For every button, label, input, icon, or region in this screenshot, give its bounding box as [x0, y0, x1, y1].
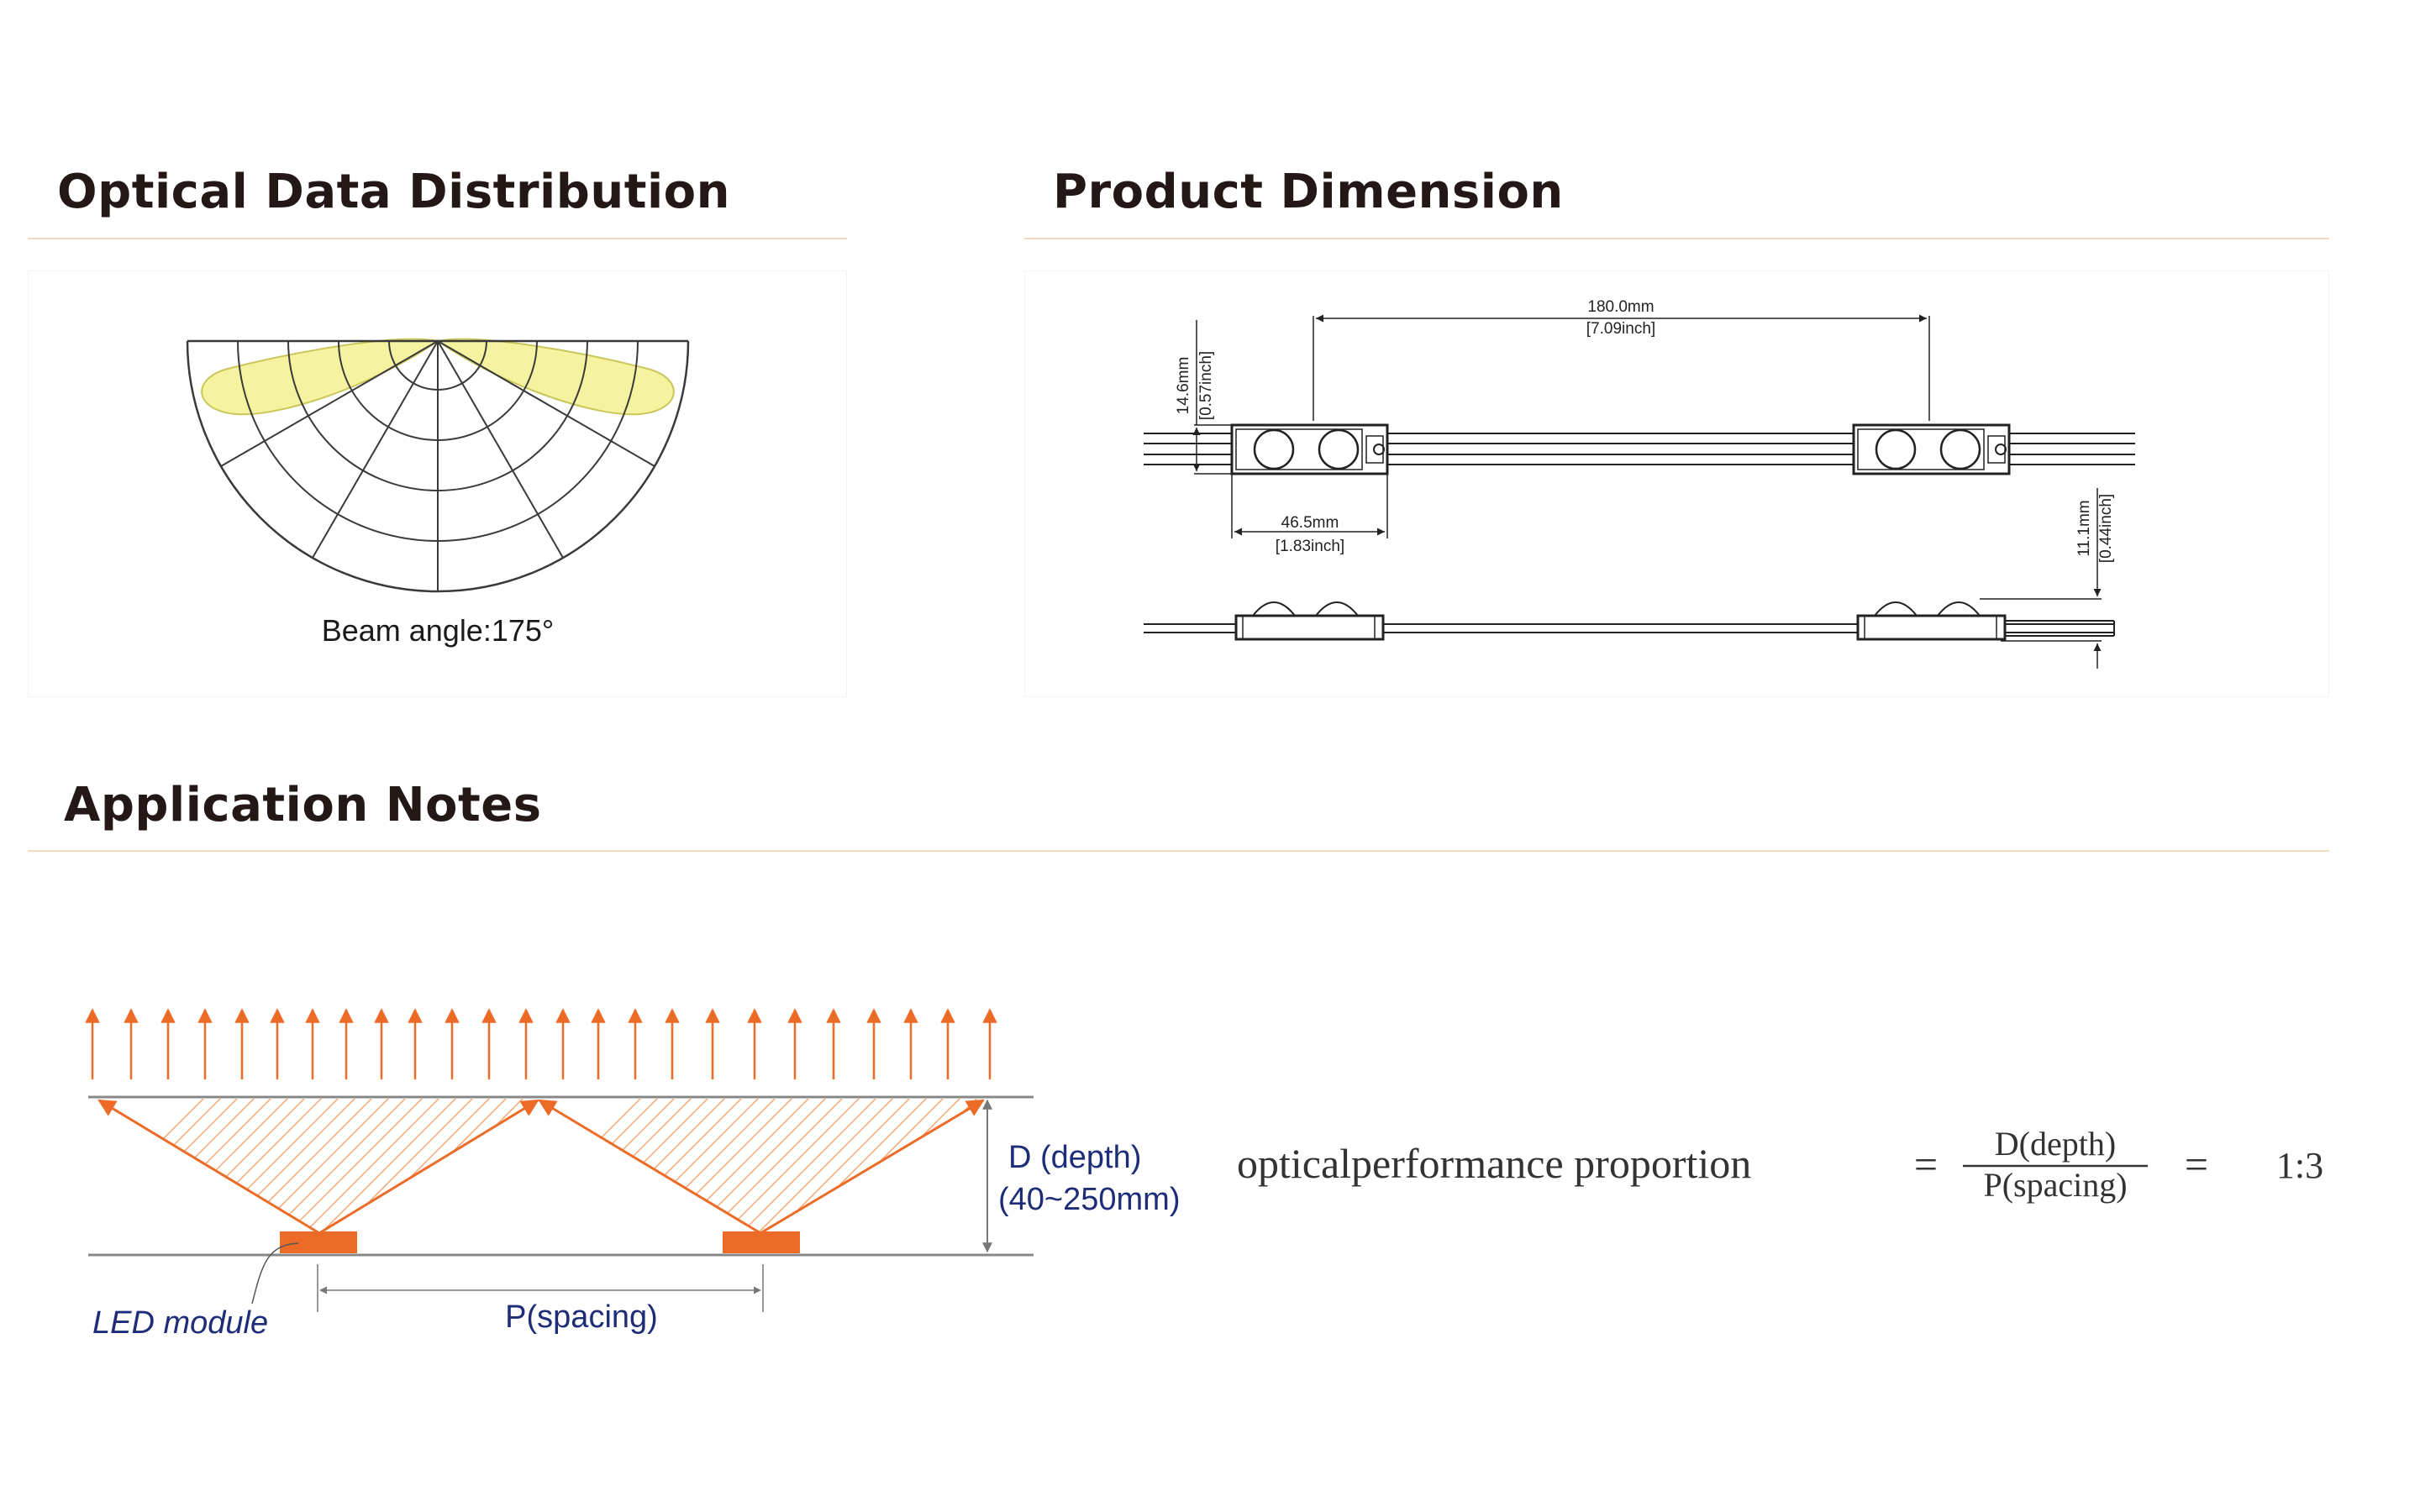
led-module-top-1: [1230, 423, 1389, 475]
length-mm-label: 46.5mm: [1281, 514, 1339, 532]
light-cone-hatch-1: [99, 1099, 538, 1233]
equals-sign-2: =: [2185, 1141, 2208, 1188]
polar-spokes: [220, 340, 655, 591]
spacing-dimension-line: [317, 1264, 764, 1312]
spacing-inch-label: [7.09inch]: [1586, 320, 1655, 338]
light-cone-edges: [97, 1099, 985, 1235]
spacing-label: P(spacing): [505, 1299, 658, 1335]
dimension-drawing: 180.0mm [7.09inch] 46.5mm [1.83inch] 14.…: [1144, 298, 2135, 669]
led-module-block-1: [280, 1231, 357, 1253]
formula-result: 1:3: [2276, 1145, 2323, 1186]
optical-section-title: Optical Data Distribution: [57, 165, 731, 219]
length-inch-label: [1.83inch]: [1276, 538, 1344, 555]
led-module-leader: [251, 1242, 299, 1305]
depth-dimension: [1980, 488, 2102, 669]
application-title-rule: [28, 850, 2329, 852]
optical-title-rule: [28, 238, 847, 239]
application-diagram: D (depth) (40~250mm) P(spacing) LED modu…: [85, 1008, 2323, 1341]
led-module-label: LED module: [92, 1305, 268, 1341]
led-module-side-1: [1234, 601, 1385, 641]
height-inch-label: [0.57inch]: [1197, 351, 1215, 420]
light-output-arrows: [85, 1008, 997, 1079]
formula-lhs: opticalperformance proportion: [1237, 1140, 1751, 1187]
beam-angle-label: Beam angle:175°: [322, 613, 555, 648]
depth-inch-label: [0.44inch]: [2097, 494, 2115, 563]
height-mm-label: 14.6mm: [1175, 357, 1192, 415]
spacing-mm-label: 180.0mm: [1587, 298, 1654, 316]
optical-panel: Beam angle:175°: [28, 270, 847, 697]
polar-distribution-chart: Beam angle:175°: [186, 338, 690, 648]
depth-label: D (depth): [1008, 1140, 1141, 1175]
led-module-top-2: [1852, 423, 2011, 475]
dimension-section-title: Product Dimension: [1053, 165, 1564, 219]
depth-range-label: (40~250mm): [998, 1182, 1180, 1217]
equals-sign-1: =: [1914, 1141, 1938, 1188]
formula-numerator: D(depth): [1995, 1125, 2116, 1163]
dimension-panel: 180.0mm [7.09inch] 46.5mm [1.83inch] 14.…: [1024, 270, 2329, 697]
light-cone-hatch-2: [538, 1099, 985, 1233]
depth-mm-label: 11.1mm: [2075, 500, 2093, 556]
spacing-dimension: [1313, 314, 1930, 421]
application-section-title: Application Notes: [64, 778, 542, 832]
height-dimension: [1192, 320, 1232, 475]
dimension-title-rule: [1024, 238, 2329, 239]
led-module-side-2: [1856, 601, 2007, 641]
led-module-block-2: [723, 1231, 800, 1253]
formula-denominator: P(spacing): [1983, 1166, 2127, 1204]
length-dimension: [1231, 474, 1388, 538]
